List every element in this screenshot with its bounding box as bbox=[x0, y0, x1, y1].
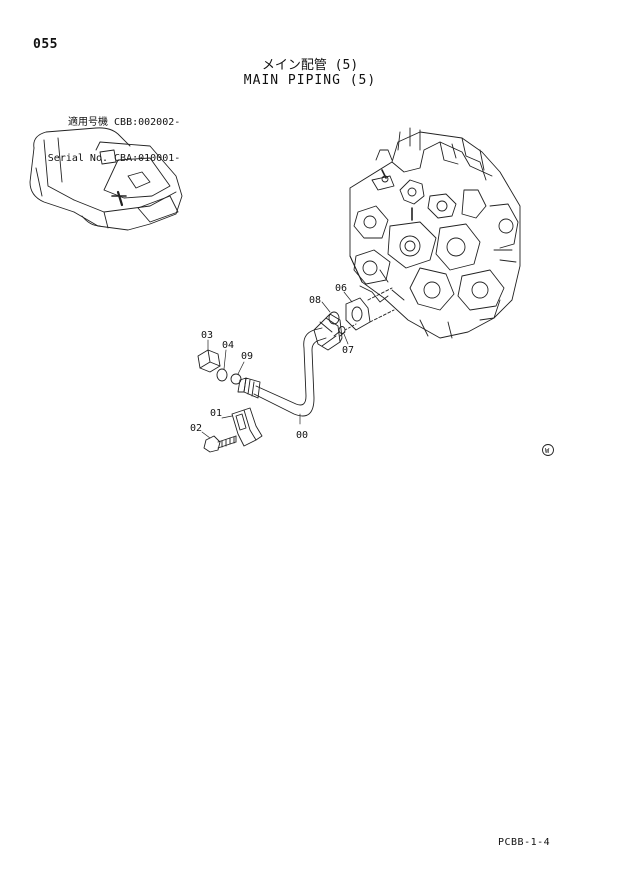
leader-lines bbox=[201, 291, 353, 439]
flange-part-06 bbox=[345, 287, 395, 331]
part-label-06: 06 bbox=[335, 283, 347, 294]
title-english: MAIN PIPING (5) bbox=[243, 73, 377, 88]
page-number: 055 bbox=[33, 37, 58, 52]
serial-value-ja: CBB:002002- bbox=[114, 117, 181, 128]
o-ring-part-04 bbox=[216, 368, 228, 382]
control-valve-assembly bbox=[349, 127, 521, 339]
part-label-02: 02 bbox=[190, 423, 202, 434]
clamp-part-01 bbox=[231, 407, 263, 447]
excavator-locator-icon bbox=[29, 127, 183, 231]
pipe-part-00 bbox=[237, 327, 327, 417]
serial-row-ja: 適用号機 CBB:002002- bbox=[44, 117, 180, 129]
o-ring-part-09 bbox=[230, 373, 242, 385]
part-label-03: 03 bbox=[201, 330, 213, 341]
o-ring-part-08 bbox=[328, 311, 340, 325]
footer-page-code: PCBB-1-4 bbox=[498, 837, 551, 848]
bolt-part-02 bbox=[203, 435, 237, 453]
serial-label-en: Serial No. bbox=[47, 153, 108, 164]
part-label-08: 08 bbox=[309, 295, 321, 306]
mark-letter: W bbox=[545, 447, 550, 455]
nut-part-03 bbox=[197, 349, 221, 373]
title-japanese: メイン配管 (5) bbox=[261, 58, 359, 73]
part-label-04: 04 bbox=[222, 340, 234, 351]
elbow-fitting bbox=[313, 313, 343, 351]
part-label-07: 07 bbox=[342, 345, 354, 356]
part-label-09: 09 bbox=[241, 351, 253, 362]
mark-circle-icon bbox=[542, 444, 554, 456]
serial-label-ja: 適用号機 bbox=[68, 117, 108, 128]
part-label-01: 01 bbox=[210, 408, 222, 419]
bolt-part-07 bbox=[333, 323, 357, 337]
part-label-00: 00 bbox=[296, 430, 308, 441]
